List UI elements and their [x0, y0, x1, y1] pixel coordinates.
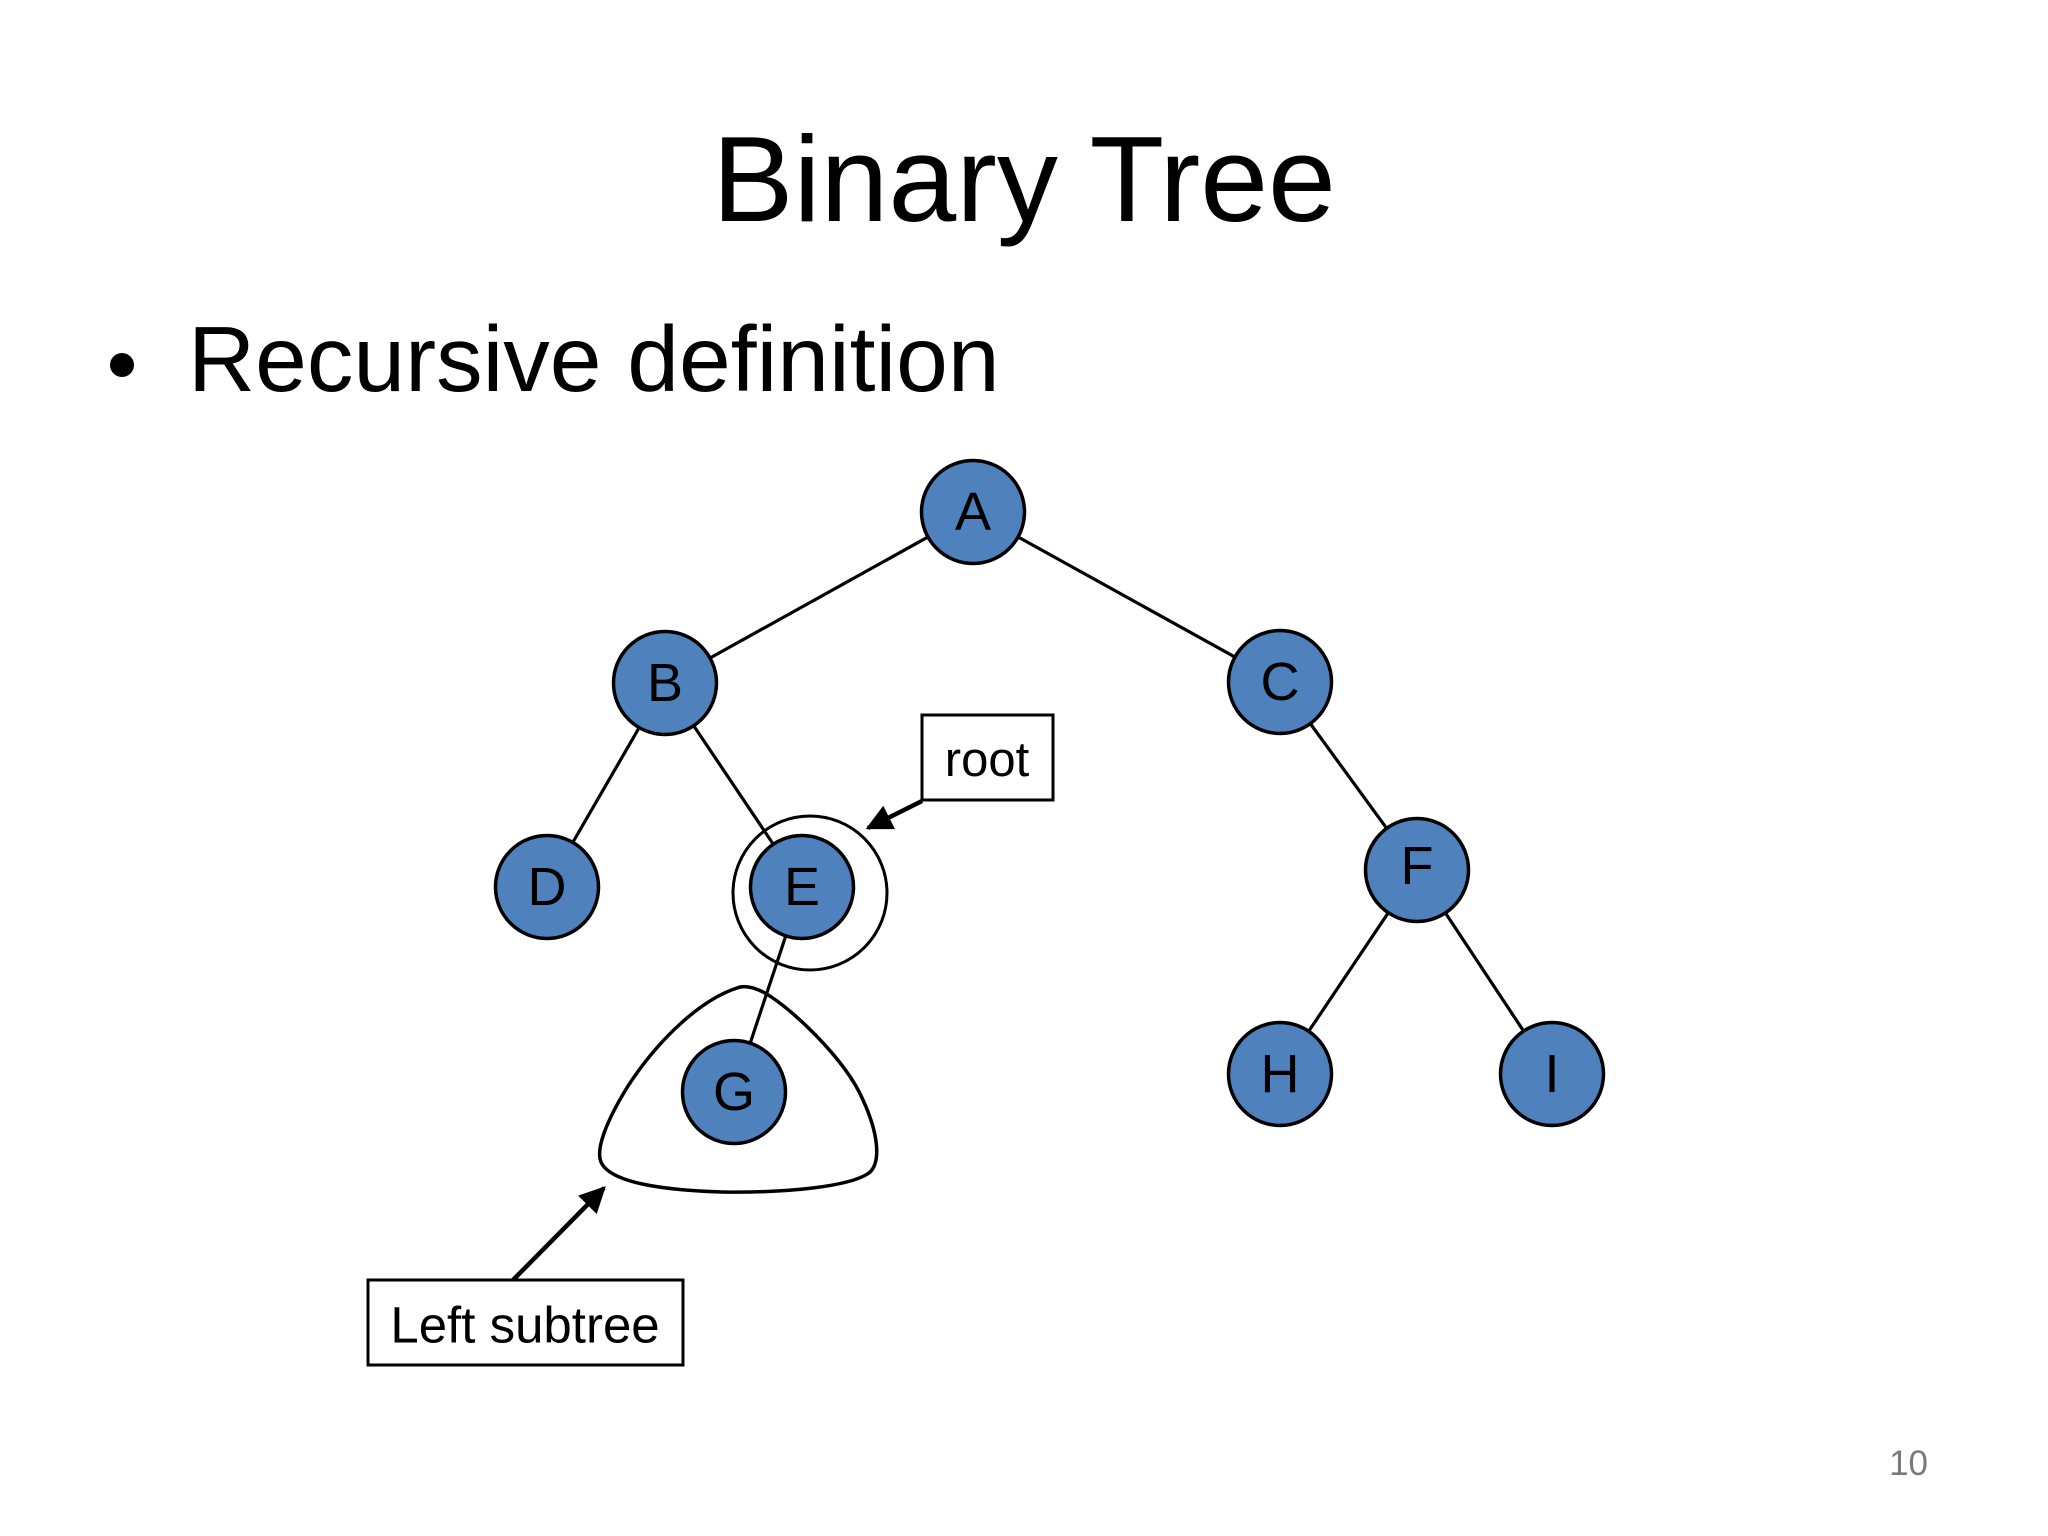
node-D-circle: [493, 833, 601, 941]
node-I-label: I: [1544, 1044, 1559, 1104]
left-subtree-callout-box: [366, 1278, 685, 1367]
left-subtree-arrow: [511, 1186, 606, 1282]
root-callout-box: [920, 713, 1055, 802]
root-highlight-ring: [731, 814, 889, 972]
node-D: D: [493, 833, 601, 941]
left-subtree-callout-label: Left subtree: [390, 1297, 659, 1354]
node-G: G: [680, 1038, 788, 1146]
node-C-circle: [1226, 628, 1334, 736]
node-F-circle: [1363, 816, 1471, 924]
node-I: I: [1498, 1020, 1606, 1128]
node-I-circle: [1498, 1020, 1606, 1128]
node-C-label: C: [1261, 652, 1300, 712]
node-G-circle: [680, 1038, 788, 1146]
node-B: B: [611, 629, 719, 737]
node-G-label: G: [713, 1062, 755, 1122]
slide-title: Binary Tree: [712, 111, 1336, 247]
bullet-text: Recursive definition: [188, 307, 1000, 411]
node-E: E: [748, 833, 856, 941]
bullet-item: Recursive definition: [110, 313, 1000, 406]
node-H-label: H: [1261, 1044, 1300, 1104]
edge-A-C: [972, 510, 1281, 684]
node-F: F: [1363, 816, 1471, 924]
node-A: A: [919, 458, 1027, 566]
root-arrow: [865, 798, 924, 831]
left-subtree-outline: [597, 984, 879, 1194]
root-callout-label: root: [945, 733, 1030, 787]
node-A-label: A: [955, 482, 991, 542]
node-A-circle: [919, 458, 1027, 566]
root-callout: root: [865, 713, 1055, 831]
node-B-circle: [611, 629, 719, 737]
node-H-circle: [1226, 1020, 1334, 1128]
page-number: 10: [1889, 1444, 1928, 1483]
node-D-label: D: [528, 857, 567, 917]
node-H: H: [1226, 1020, 1334, 1128]
left-subtree-callout: Left subtree: [366, 1186, 685, 1367]
edge-A-B: [664, 510, 974, 685]
node-B-label: B: [647, 653, 683, 713]
node-C: C: [1226, 628, 1334, 736]
node-E-circle: [748, 833, 856, 941]
node-F-label: F: [1401, 836, 1434, 896]
bullet-marker: [110, 353, 134, 377]
node-E-label: E: [784, 857, 820, 917]
